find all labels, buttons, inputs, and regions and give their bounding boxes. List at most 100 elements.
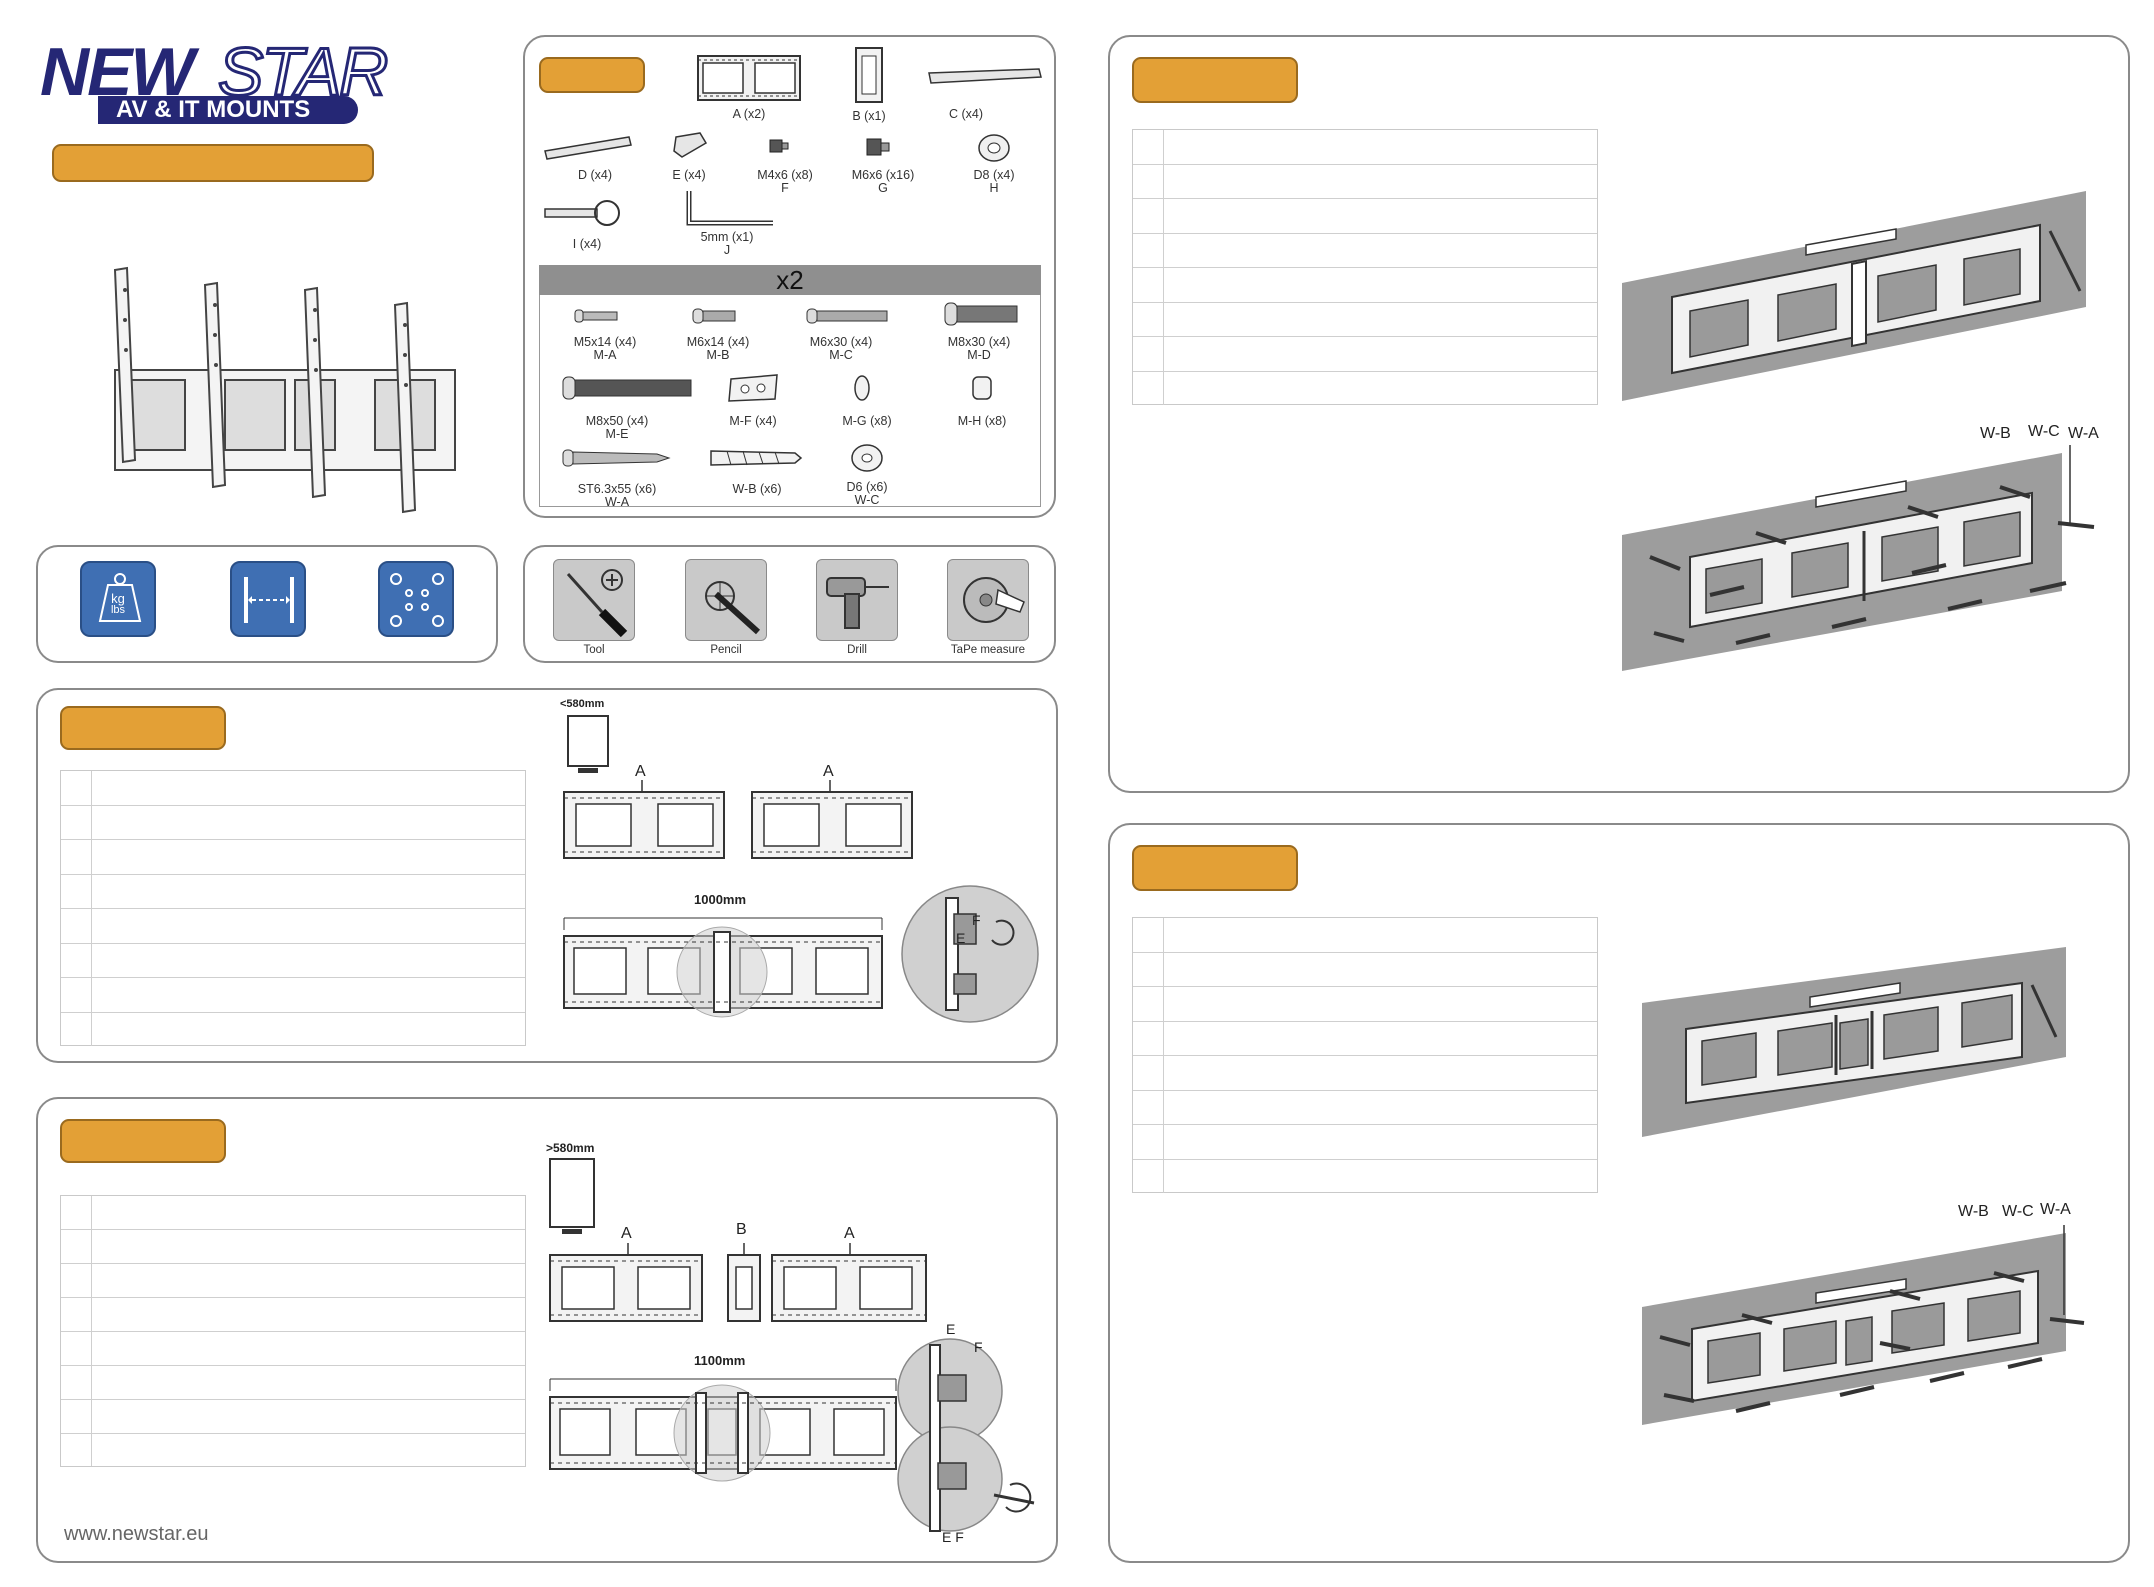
part-f-label: M4x6 (x8) [757, 168, 813, 182]
screw-md-code: M-D [967, 348, 991, 362]
part-h-image [978, 134, 1010, 162]
instruction-row [1133, 1125, 1597, 1160]
screw-wa-image [562, 449, 671, 467]
instruction-row [61, 1400, 525, 1434]
parts-panel: A (x2) B (x1) C (x4) D (x4) E (x4) M4x6 … [523, 35, 1056, 518]
instruction-row [61, 1230, 525, 1264]
step3-instructions [1132, 129, 1598, 405]
screw-ma-image [574, 309, 618, 323]
instruction-row [1133, 302, 1597, 337]
step1-header-bar [60, 706, 226, 750]
part-e-image [673, 132, 708, 158]
part-j-label: 5mm (x1) [700, 230, 754, 244]
pencil-tool-image [685, 559, 767, 641]
instruction-row [61, 840, 525, 875]
part-j-image [686, 191, 773, 226]
step1-label-e: E [956, 930, 966, 946]
screw-mc-code: M-C [829, 348, 853, 362]
step4-panel: W-B W-C W-A [1108, 823, 2130, 1563]
instruction-row [61, 805, 525, 840]
logo-subtitle: AV & IT MOUNTS [98, 96, 359, 124]
step4-wall-mounting-image [1642, 1225, 2085, 1425]
part-b-label: B (x1) [852, 109, 886, 123]
instruction-row [1133, 1090, 1597, 1125]
tools-panel: Tool Pencil Drill TaPe measure [523, 545, 1056, 663]
part-a-image [697, 55, 801, 101]
step4-header-bar [1132, 845, 1298, 891]
part-c-label: C (x4) [948, 107, 984, 121]
screws-group-frame [539, 295, 1041, 507]
step1-assembled-bracket-image [563, 917, 883, 1018]
step2-instructions [60, 1195, 526, 1467]
instruction-row [1133, 1159, 1597, 1193]
screw-mb-label: M6x14 (x4) [686, 335, 750, 349]
step1-width-label: 1000mm [694, 892, 747, 907]
product-title-bar [52, 144, 374, 182]
logo-new-text: NEW [40, 34, 195, 110]
step2-bracket-parts-image [549, 1243, 927, 1322]
vesa-pattern-icon [378, 561, 454, 637]
step2-assembled-bracket-image [549, 1378, 897, 1482]
instruction-row [61, 874, 525, 909]
step3-label-wb: W-B [1980, 425, 2011, 442]
part-d-label: D (x4) [577, 168, 613, 182]
part-a-label: A (x2) [732, 107, 766, 121]
part-i-label: I (x4) [572, 237, 602, 251]
instruction-row [1133, 268, 1597, 303]
step4-label-wc: W-C [2002, 1203, 2034, 1220]
screw-mg-image [854, 375, 870, 401]
step1-panel: <580mm A A 1000mm [36, 688, 1058, 1063]
instruction-row [1133, 987, 1597, 1022]
part-d-image [544, 136, 632, 160]
step1-bracket-parts-image [563, 780, 913, 859]
instruction-row [1133, 918, 1597, 953]
screw-wb-image [710, 450, 803, 466]
step2-detail-zoom-image [897, 1338, 1035, 1532]
screw-mh-image [972, 376, 992, 400]
step1-part-a-label-1: A [635, 763, 646, 780]
instruction-row [61, 1012, 525, 1046]
instruction-row [61, 909, 525, 944]
instruction-row [61, 1196, 525, 1230]
step3-panel: W-B W-C W-A [1108, 35, 2130, 793]
x2-header-bar: x2 [539, 265, 1041, 295]
weight-lbs-label: lbs [110, 604, 126, 616]
instruction-row [61, 1366, 525, 1400]
step3-wall-mounting-image [1622, 445, 2095, 671]
step2-tv-large-icon [549, 1158, 595, 1234]
instruction-row [61, 943, 525, 978]
step4-label-wa: W-A [2040, 1201, 2071, 1218]
drill-label: Drill [847, 644, 867, 656]
instruction-row [61, 771, 525, 806]
screw-mb-image [692, 308, 736, 324]
screw-wc-code: W-C [854, 493, 880, 507]
screw-ma-label: M5x14 (x4) [573, 335, 637, 349]
step1-part-a-label-2: A [823, 763, 834, 780]
screw-md-label: M8x30 (x4) [947, 335, 1011, 349]
step1-tv-small-icon [567, 715, 609, 773]
step2-label-ef: E F [942, 1529, 964, 1545]
step3-header-bar [1132, 57, 1298, 103]
step2-panel: >580mm A B A 1100mm [36, 1097, 1058, 1563]
screw-wb-label: W-B (x6) [732, 482, 782, 496]
part-b-image [855, 47, 883, 103]
tool-label: Tool [583, 644, 605, 656]
step2-width-label: 1100mm [694, 1353, 746, 1368]
screw-wa-label: ST6.3x55 (x6) [577, 482, 657, 496]
part-i-image [544, 200, 620, 226]
product-mount-image [113, 266, 456, 514]
step2-size-label: >580mm [546, 1141, 595, 1155]
instruction-row [1133, 371, 1597, 405]
step2-label-f: F [974, 1339, 983, 1355]
screw-mf-image [728, 374, 778, 402]
part-f-image [769, 139, 789, 153]
step3-label-wc: W-C [2028, 423, 2060, 440]
instruction-row [1133, 199, 1597, 234]
step3-wall-marking-image [1622, 191, 2086, 401]
screw-mf-label: M-F (x4) [729, 414, 777, 428]
parts-header-bar [539, 57, 645, 93]
step4-label-wb: W-B [1958, 1203, 1989, 1220]
instruction-row [1133, 164, 1597, 199]
screw-md-image [944, 302, 1018, 326]
instruction-row [61, 1298, 525, 1332]
